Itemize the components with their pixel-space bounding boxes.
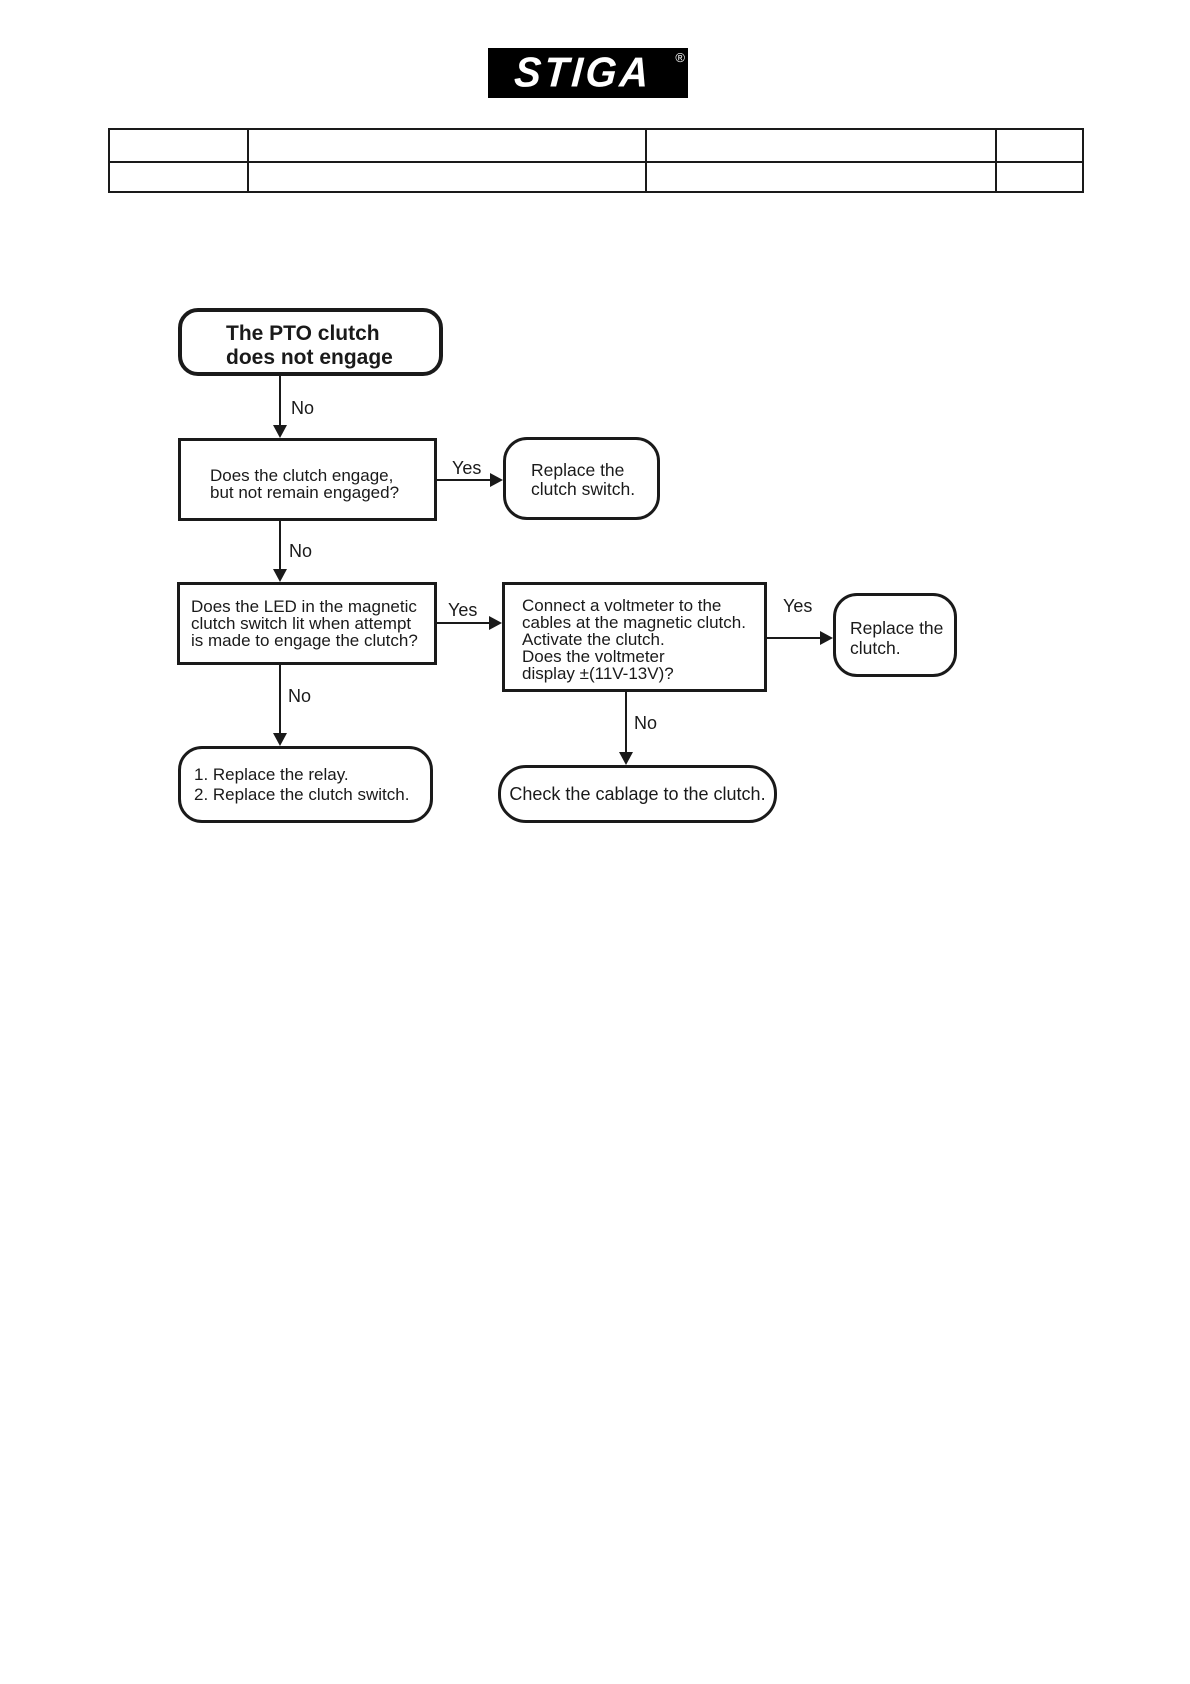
table-row [108,161,1084,193]
table-cell [108,128,249,163]
node-text-line: 2. Replace the clutch switch. [194,785,410,804]
flowchart-node-question-engage: Does the clutch engage, but not remain e… [178,438,437,521]
table-cell [645,128,997,163]
arrow-head-right-icon [489,616,502,630]
flowchart-node-question-voltmeter: Connect a voltmeter to the cables at the… [502,582,767,692]
table-cell [247,161,647,193]
node-text-line: Does the LED in the magnetic [191,597,417,616]
node-text-line: display ±(11V-13V)? [522,664,674,683]
edge-label-no: No [291,398,315,418]
flow-line [279,665,281,733]
node-text-line: 1. Replace the relay. [194,765,349,784]
table-row [108,128,1084,163]
node-text-line: Replace the [850,618,944,638]
flow-line [279,376,281,425]
edge-label-yes: Yes [783,596,813,616]
node-text-line: Does the clutch engage, [210,466,394,485]
arrow-head-down-icon [619,752,633,765]
node-text-line: Replace the [531,460,625,480]
node-text-line: is made to engage the clutch? [191,631,418,650]
table-cell [247,128,647,163]
flowchart-node-replace-switch: Replace the clutch switch. [503,437,660,520]
node-text-line: clutch switch lit when attempt [191,614,412,633]
arrow-head-right-icon [490,473,503,487]
table-cell [645,161,997,193]
registered-trademark-icon: ® [675,50,685,65]
arrow-head-down-icon [273,425,287,438]
edge-label-no: No [288,686,312,706]
node-text-line: does not engage [226,346,393,369]
flow-line [767,637,820,639]
table-cell [108,161,249,193]
table-cell [995,161,1084,193]
flow-line [437,479,490,481]
node-text-line: The PTO clutch [226,322,380,345]
flowchart-node-replace-relay: 1. Replace the relay. 2. Replace the clu… [178,746,433,823]
flowchart-node-check-cablage: Check the cablage to the clutch. [498,765,777,823]
node-text-line: clutch switch. [531,479,636,499]
flow-line [625,692,627,752]
arrow-head-right-icon [820,631,833,645]
node-text-line: Does the voltmeter [522,647,665,666]
flow-line [279,521,281,569]
node-text-line: clutch. [850,638,901,658]
node-text-line: Check the cablage to the clutch. [509,784,766,804]
flow-line [437,622,489,624]
flowchart-node-replace-clutch: Replace the clutch. [833,593,957,677]
table-cell [995,128,1084,163]
arrow-head-down-icon [273,733,287,746]
flowchart-node-question-led: Does the LED in the magnetic clutch swit… [177,582,437,665]
flowchart-node-start: The PTO clutch does not engage [178,308,443,376]
edge-label-yes: Yes [452,458,482,478]
node-text-line: cables at the magnetic clutch. [522,613,746,632]
node-text-line: Connect a voltmeter to the [522,596,722,615]
node-text-line: Activate the clutch. [522,630,665,649]
arrow-head-down-icon [273,569,287,582]
header-table [108,128,1084,193]
edge-label-yes: Yes [448,600,478,620]
edge-label-no: No [289,541,313,561]
node-text-line: but not remain engaged? [210,483,400,502]
stiga-logo-text: STIGA [512,49,654,97]
edge-label-no: No [634,713,658,733]
stiga-logo: STIGA ® [488,48,688,98]
